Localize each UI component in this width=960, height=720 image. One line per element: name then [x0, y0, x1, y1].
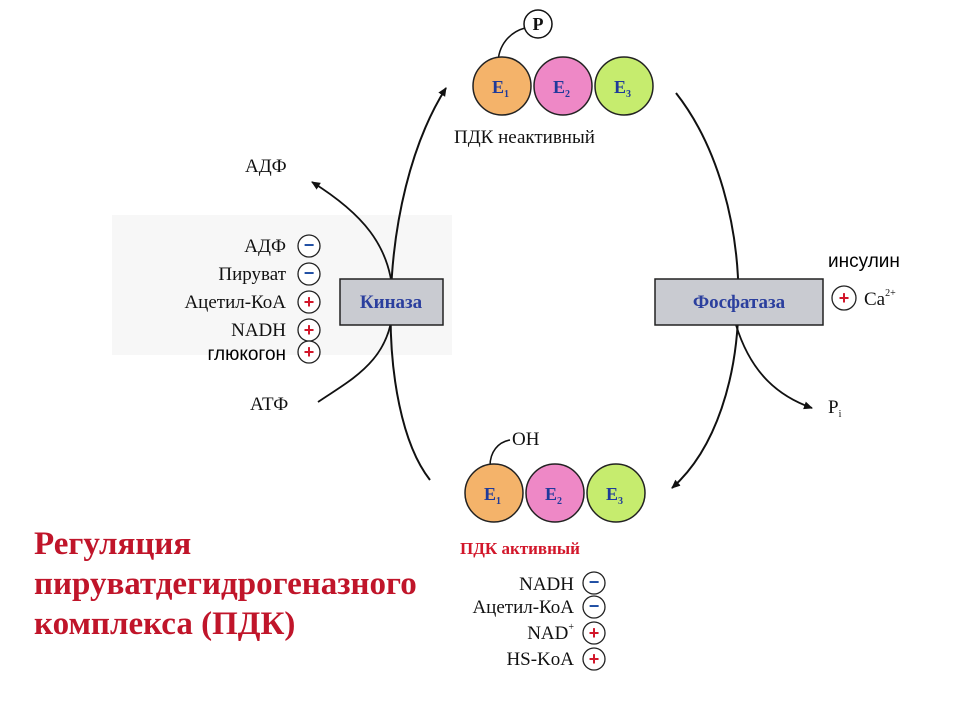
svg-text:−: −	[304, 235, 315, 255]
caption-line-2: пируватдегидрогеназного	[34, 566, 417, 602]
slide-caption: Регуляция пируватдегидрогеназного компле…	[34, 524, 474, 644]
e1-label: E1	[492, 77, 509, 100]
minus-badge	[582, 595, 606, 619]
phosphatase-label: Фосфатаза	[693, 292, 786, 313]
svg-text:+: +	[839, 288, 850, 308]
kinase-regulators: АДФ Пируват Ацетил-КоА NADH глюкогон − −…	[184, 234, 321, 365]
oh-link	[489, 439, 511, 467]
regulator-acetyl-coa: Ацетил-КоА	[472, 597, 574, 618]
regulator-adp: АДФ	[244, 236, 286, 257]
svg-text:−: −	[304, 263, 315, 283]
svg-text:−: −	[589, 572, 600, 592]
svg-text:+: +	[304, 320, 315, 340]
minus-badge	[582, 571, 606, 595]
inactive-label: ПДК неактивный	[454, 127, 595, 148]
regulator-hs-coa: HS-KoA	[506, 649, 574, 670]
plus-badge	[582, 647, 606, 671]
plus-badge	[831, 285, 857, 311]
phosphate-circle	[523, 9, 553, 39]
e2-subunit	[533, 56, 593, 116]
svg-text:+: +	[304, 342, 315, 362]
e3-subunit	[594, 56, 654, 116]
oh-label: OH	[512, 429, 540, 450]
regulator-nadh: NADH	[519, 574, 574, 595]
inactive-pdc-complex: P E1 E2 E3 ПДК неактивный	[454, 9, 654, 148]
regulator-acetyl-coa: Ацетил-КоА	[184, 292, 286, 313]
minus-badge	[297, 234, 321, 258]
phosphatase-box: Фосфатаза	[654, 278, 824, 326]
calcium-label: Ca2+	[864, 288, 896, 310]
plus-badge	[297, 340, 321, 364]
active-complex-regulators: NADH Ацетил-КоА NAD+ HS-KoA − − + +	[472, 571, 606, 671]
minus-badge	[297, 262, 321, 286]
svg-text:+: +	[589, 623, 600, 643]
plus-badge	[582, 621, 606, 645]
phosphate-label: P	[533, 14, 544, 34]
insulin-label: инсулин	[828, 251, 900, 272]
active-pdc-complex: OH E1 E2 E3 ПДК активный	[460, 429, 646, 558]
pi-release-arrow	[735, 324, 813, 410]
e3-subunit	[586, 463, 646, 523]
kinase-label: Киназа	[360, 292, 423, 313]
e2-label: E2	[553, 77, 570, 100]
e1-label: E1	[484, 484, 501, 507]
regulator-nadh: NADH	[231, 320, 286, 341]
e1-subunit	[472, 56, 532, 116]
regulator-nad: NAD+	[527, 622, 574, 644]
e2-label: E2	[545, 484, 562, 507]
kinase-box: Киназа	[339, 278, 444, 326]
plus-badge	[297, 290, 321, 314]
caption-line-3: комплекса (ПДК)	[34, 606, 296, 642]
e3-label: E3	[606, 484, 623, 507]
regulator-pyruvate: Пируват	[218, 264, 286, 285]
adp-product-label: АДФ	[245, 156, 287, 177]
inorganic-phosphate-label: Pi	[828, 397, 842, 420]
e3-label: E3	[614, 77, 631, 100]
atp-substrate-label: АТФ	[250, 394, 288, 415]
active-label: ПДК активный	[460, 539, 580, 558]
svg-text:+: +	[589, 649, 600, 669]
e1-subunit	[464, 463, 524, 523]
svg-text:+: +	[304, 292, 315, 312]
e2-subunit	[525, 463, 585, 523]
caption-line-1: Регуляция	[34, 526, 192, 562]
svg-text:−: −	[589, 596, 600, 616]
regulator-glucagon: глюкогон	[207, 344, 286, 365]
